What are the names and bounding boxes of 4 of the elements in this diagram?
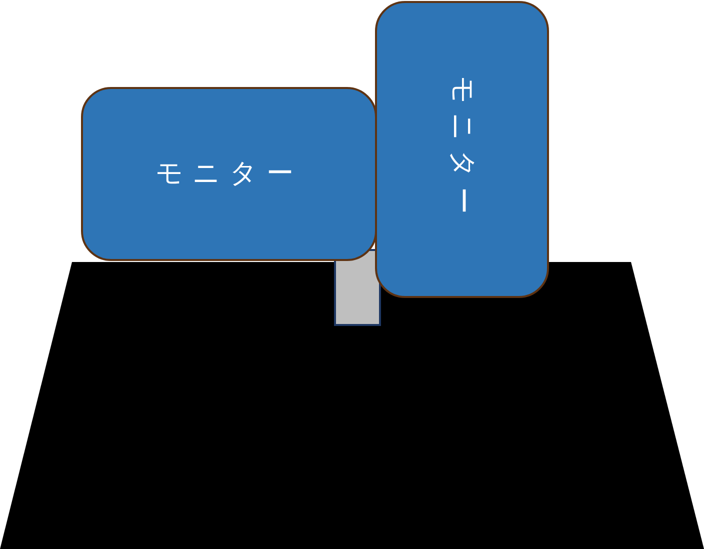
monitor-screen: [81, 87, 377, 261]
monitor-label: モニター: [156, 159, 302, 189]
monitor-label: モニター: [447, 76, 477, 223]
monitor-screen: [375, 1, 549, 298]
